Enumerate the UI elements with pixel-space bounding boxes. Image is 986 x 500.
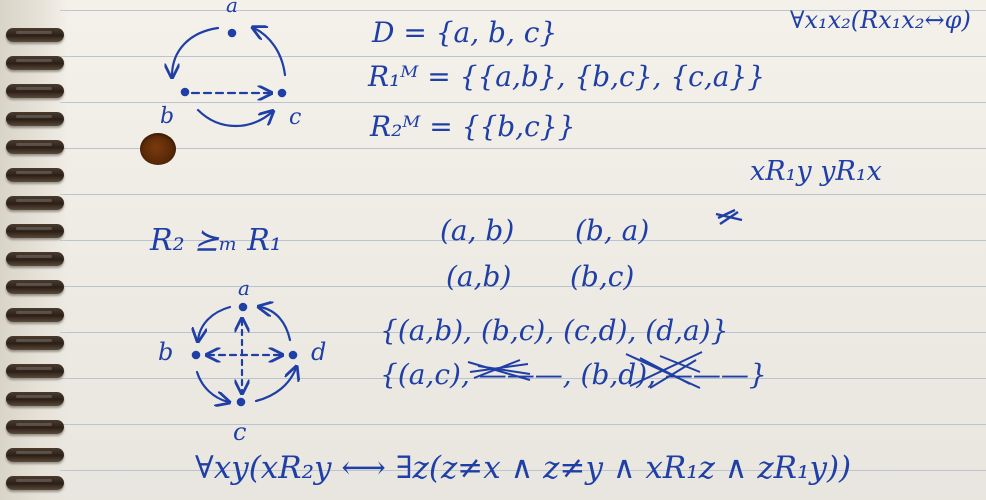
bot-label-c: c (233, 418, 246, 446)
ruled-line (60, 240, 986, 241)
spiral-coil (6, 476, 64, 490)
spiral-coil (6, 28, 64, 42)
edge-b-c-lower (196, 110, 272, 128)
edge-d-a-bot (260, 307, 292, 342)
edge-c-a (254, 28, 287, 77)
top-label-b: b (160, 104, 174, 129)
ruled-line (60, 470, 986, 471)
domain-text: D = {a, b, c} (371, 16, 557, 49)
spiral-coil (6, 224, 64, 238)
bot-label-d: d (311, 338, 326, 366)
node-c-top (277, 88, 287, 98)
spiral-coil (6, 168, 64, 182)
pair-ab-1: (a, b) (440, 214, 514, 247)
top-label-a: a (226, 0, 238, 17)
bot-label-b: b (158, 338, 173, 366)
node-c-bot (236, 397, 246, 407)
spiral-coil (6, 364, 64, 378)
spiral-coil (6, 56, 64, 70)
node-b-top (180, 87, 190, 97)
bottom-graph (193, 304, 296, 405)
spiral-coil (6, 308, 64, 322)
node-d-bot (288, 350, 298, 360)
bot-label-a: a (238, 276, 250, 300)
xr1y-text: xR₁y yR₁x (750, 156, 882, 187)
ruled-line (60, 194, 986, 195)
crossed-out-marks (467, 351, 703, 389)
r2-text: R₂ᴹ = {{b,c}} (369, 110, 575, 143)
spiral-coil (6, 280, 64, 294)
edge-c-d-bot (254, 368, 296, 403)
r1-text: R₁ᴹ = {{a,b}, {b,c}, {c,a}} (367, 60, 765, 93)
node-a-top (227, 28, 237, 38)
spiral-coil (6, 448, 64, 462)
spiral-coil (6, 336, 64, 350)
ruled-line (60, 102, 986, 103)
edge-b-c-bot (195, 370, 228, 402)
ruled-line (60, 286, 986, 287)
ruled-line (60, 332, 986, 333)
edge-a-b (172, 26, 220, 76)
spiral-coil (6, 140, 64, 154)
spiral-coil (6, 420, 64, 434)
r2-geq-text: R₂ ⪰ₘ R₁ (149, 223, 282, 258)
spiral-coil (6, 196, 64, 210)
set-line-2: {(a,c), ———, (b,d), ———} (380, 358, 767, 391)
ruled-line (60, 148, 986, 149)
punched-hole (140, 133, 176, 165)
top-label-c: c (289, 105, 301, 130)
node-b-bot (191, 350, 201, 360)
spiral-coil (6, 252, 64, 266)
top-right-formula: ∀x₁x₂(Rx₁x₂↔φ) (790, 6, 971, 34)
ruled-line (60, 56, 986, 57)
pair-bc-2: (b,c) (570, 260, 634, 293)
spiral-coil (6, 84, 64, 98)
top-graph (172, 26, 287, 128)
pair-ab-2: (a,b) (446, 260, 511, 293)
pair-ba-1: (b, a) (575, 214, 649, 247)
bottom-formula: ∀xy(xR₂y ⟷ ∃z(z≠x ∧ z≠y ∧ xR₁z ∧ zR₁y)) (195, 450, 851, 486)
spiral-coil (6, 392, 64, 406)
spiral-binding (0, 0, 68, 500)
scribble-mark (715, 208, 743, 225)
node-a-bot (238, 302, 248, 312)
spiral-coil (6, 112, 64, 126)
set-line-1: {(a,b), (b,c), (c,d), (d,a)} (380, 314, 728, 347)
edge-a-b-bot (198, 305, 232, 340)
ruled-line (60, 424, 986, 425)
ruled-line (60, 10, 986, 11)
